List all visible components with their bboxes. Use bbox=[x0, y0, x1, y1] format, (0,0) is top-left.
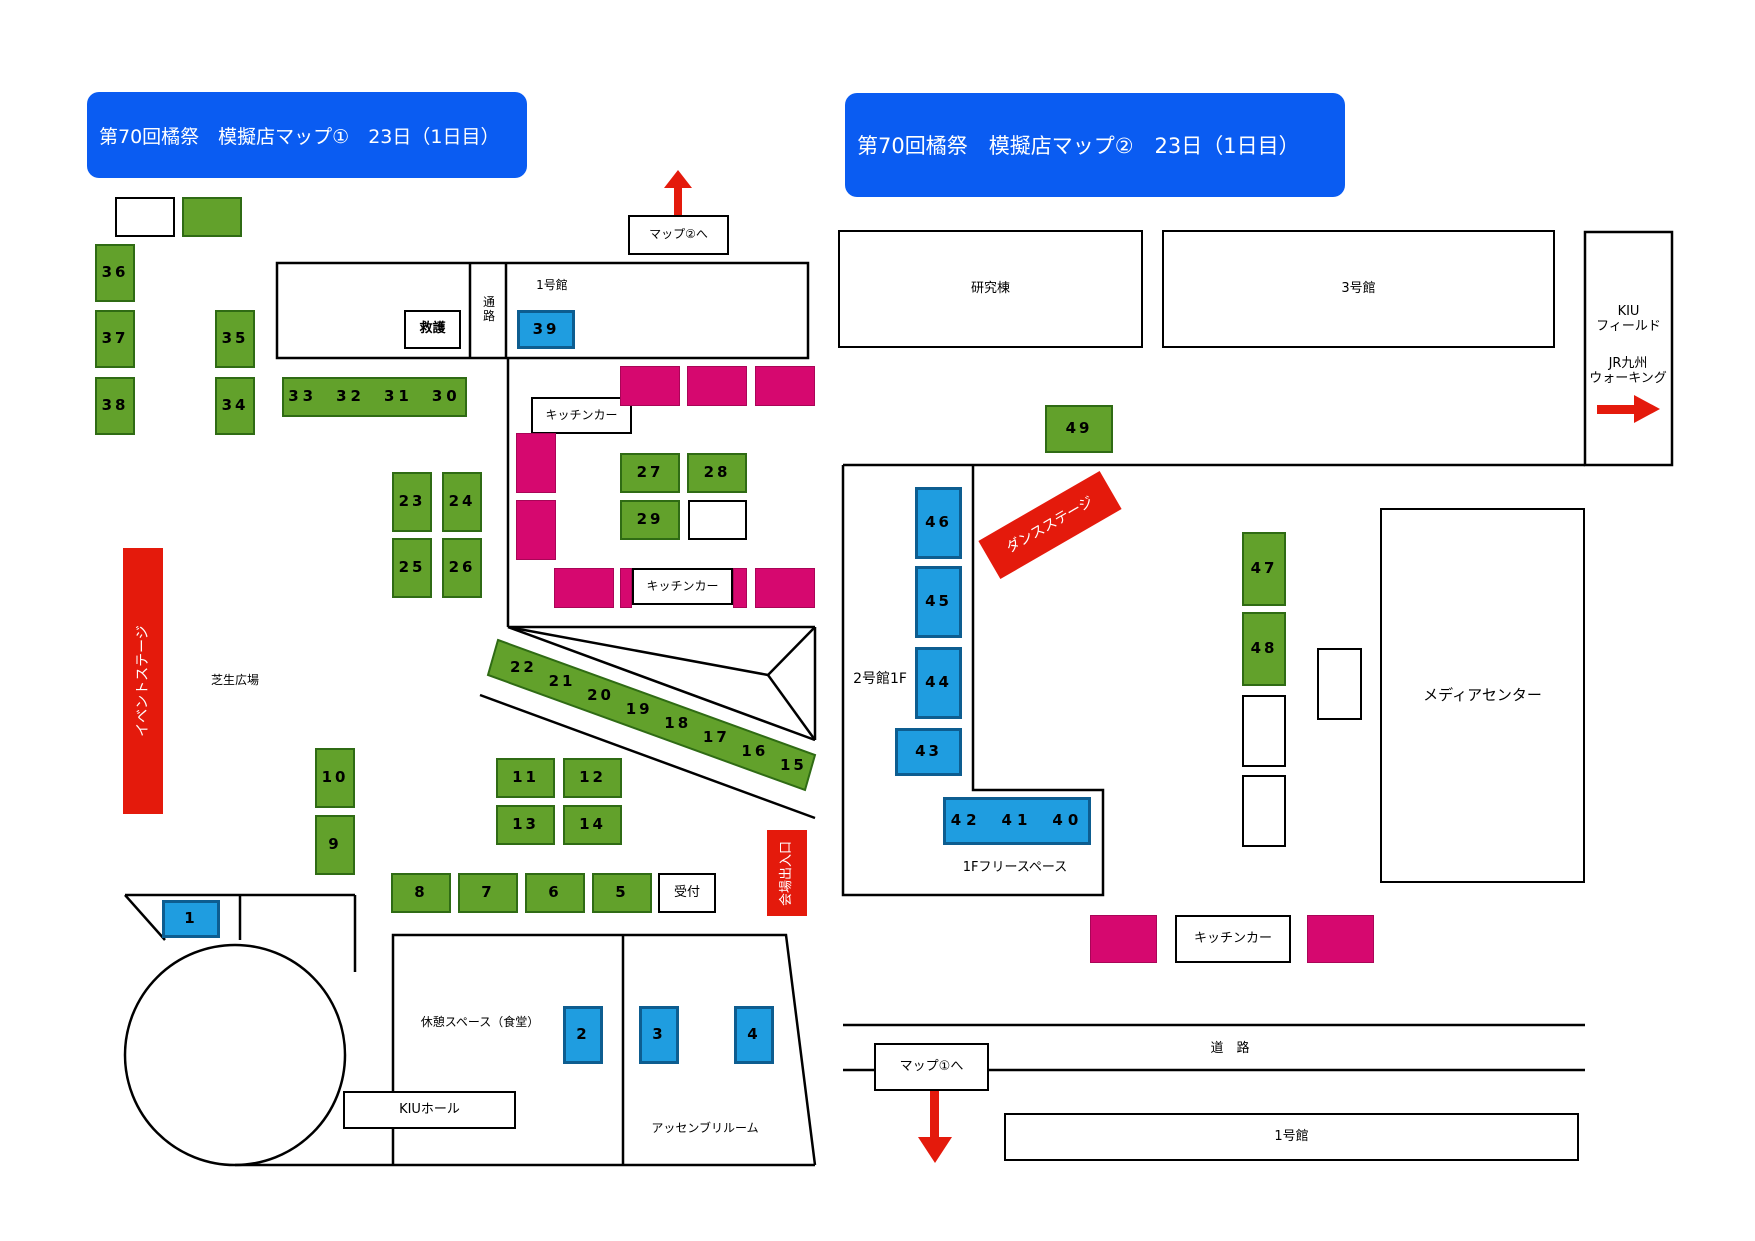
booth-8[interactable]: 8 bbox=[391, 873, 451, 913]
kitchen-car-2[interactable]: キッチンカー bbox=[632, 568, 733, 605]
map1-title: 第70回橘祭 模擬店マップ① 23日（1日目） bbox=[87, 92, 527, 178]
booth-44[interactable]: 44 bbox=[915, 647, 962, 719]
road-label: 道 路 bbox=[1210, 1040, 1250, 1056]
empty-space-box bbox=[1242, 695, 1286, 767]
kitchen-car-map2[interactable]: キッチンカー bbox=[1175, 915, 1291, 963]
research-bldg[interactable]: 研究棟 bbox=[838, 230, 1143, 348]
booths-42-40[interactable]: 42 41 40 bbox=[943, 797, 1091, 845]
booth-29[interactable]: 29 bbox=[620, 500, 680, 540]
food-booth-pink[interactable] bbox=[516, 500, 556, 560]
diagonal-booth-label: 16 bbox=[741, 742, 768, 760]
arrow-up-to-map2-icon bbox=[664, 170, 692, 215]
to-map2-link[interactable]: マップ②へ bbox=[628, 215, 729, 255]
food-booth-pink[interactable] bbox=[1090, 915, 1157, 963]
booth-12[interactable]: 12 bbox=[563, 758, 622, 798]
empty-space-box bbox=[1317, 648, 1362, 720]
first-aid-box[interactable]: 救護 bbox=[404, 310, 461, 349]
booth-26[interactable]: 26 bbox=[442, 538, 482, 598]
booth-27[interactable]: 27 bbox=[620, 453, 680, 493]
booth-7[interactable]: 7 bbox=[458, 873, 518, 913]
kiu-hall-box[interactable]: KIUホール bbox=[343, 1091, 516, 1129]
event-stage[interactable]: イベントステージ bbox=[123, 548, 163, 814]
food-booth-pink[interactable] bbox=[1307, 915, 1374, 963]
booth-1[interactable]: 1 bbox=[162, 900, 220, 938]
kiu-field-label: KIU フィールド bbox=[1596, 304, 1661, 334]
bldg1-map2[interactable]: 1号館 bbox=[1004, 1113, 1579, 1161]
diagonal-booth-label: 19 bbox=[626, 700, 653, 718]
free-space-1f-label: 1Fフリースペース bbox=[962, 859, 1068, 875]
bldg3[interactable]: 3号館 bbox=[1162, 230, 1555, 348]
booth-11[interactable]: 11 bbox=[496, 758, 555, 798]
booth-45[interactable]: 45 bbox=[915, 566, 962, 638]
booth-34[interactable]: 34 bbox=[215, 377, 255, 435]
booth-39[interactable]: 39 bbox=[517, 310, 575, 349]
booth-5[interactable]: 5 bbox=[592, 873, 652, 913]
map2-title: 第70回橘祭 模擬店マップ② 23日（1日目） bbox=[845, 93, 1345, 197]
food-booth-pink[interactable] bbox=[755, 366, 815, 406]
event-stage-label: イベントステージ bbox=[134, 625, 151, 737]
entrance-exit[interactable]: 会場出入口 bbox=[767, 830, 807, 916]
booth-6[interactable]: 6 bbox=[525, 873, 585, 913]
bldg1-outline bbox=[275, 261, 810, 360]
to-map1-link[interactable]: マップ①へ bbox=[874, 1043, 989, 1091]
booth-2[interactable]: 2 bbox=[563, 1006, 603, 1064]
booth-3[interactable]: 3 bbox=[639, 1006, 679, 1064]
rest-space-label: 休憩スペース（食堂） bbox=[420, 1015, 540, 1030]
booth-23[interactable]: 23 bbox=[392, 472, 432, 532]
lawn-plaza-label: 芝生広場 bbox=[210, 673, 259, 688]
booth-13[interactable]: 13 bbox=[496, 805, 555, 845]
booth-9[interactable]: 9 bbox=[315, 815, 355, 875]
reception-box[interactable]: 受付 bbox=[658, 873, 716, 913]
media-center[interactable]: メディアセンター bbox=[1380, 508, 1585, 883]
booth-49[interactable]: 49 bbox=[1045, 405, 1113, 453]
food-booth-pink[interactable] bbox=[620, 366, 680, 406]
diagonal-booth-label: 15 bbox=[780, 756, 807, 774]
booth-48[interactable]: 48 bbox=[1242, 612, 1286, 686]
booth-10[interactable]: 10 bbox=[315, 748, 355, 808]
jr-walking-label: JR九州 ウォーキング bbox=[1589, 356, 1667, 386]
food-booth-pink[interactable] bbox=[733, 568, 747, 608]
booth-36[interactable]: 36 bbox=[95, 244, 135, 302]
food-booth-pink[interactable] bbox=[755, 568, 815, 608]
food-booth-pink[interactable] bbox=[687, 366, 747, 406]
road-vertical-label: 通 路 bbox=[482, 295, 495, 323]
bldg1-label: 1号館 bbox=[536, 278, 568, 293]
booth-25[interactable]: 25 bbox=[392, 538, 432, 598]
bldg2-1f-label: 2号館1F bbox=[853, 670, 907, 687]
diagonal-booth-label: 18 bbox=[664, 714, 691, 732]
booth-28[interactable]: 28 bbox=[687, 453, 747, 493]
booth-37[interactable]: 37 bbox=[95, 310, 135, 368]
kitchen-car-1[interactable]: キッチンカー bbox=[531, 397, 632, 434]
arrow-down-to-map1-icon bbox=[918, 1090, 952, 1163]
booth-38[interactable]: 38 bbox=[95, 377, 135, 435]
diagonal-booth-label: 20 bbox=[587, 686, 614, 704]
booth-4[interactable]: 4 bbox=[734, 1006, 774, 1064]
assembly-room-label: アッセンブリルーム bbox=[651, 1121, 759, 1136]
arrow-right-icon bbox=[1597, 395, 1660, 423]
food-booth-pink[interactable] bbox=[620, 568, 632, 608]
booths-33-30[interactable]: 33 32 31 30 bbox=[282, 377, 467, 417]
booth-14[interactable]: 14 bbox=[563, 805, 622, 845]
booth-unnumbered[interactable] bbox=[182, 197, 242, 237]
entrance-exit-label: 会場出入口 bbox=[778, 840, 794, 906]
empty-space-box bbox=[688, 500, 747, 540]
empty-space-box bbox=[115, 197, 175, 237]
booth-47[interactable]: 47 bbox=[1242, 532, 1286, 606]
booth-46[interactable]: 46 bbox=[915, 487, 962, 559]
food-booth-pink[interactable] bbox=[516, 433, 556, 493]
diagonal-booth-label: 21 bbox=[549, 672, 576, 690]
empty-space-box bbox=[1242, 775, 1286, 847]
diagonal-booth-label: 22 bbox=[510, 658, 537, 676]
diagonal-booth-label: 17 bbox=[703, 728, 730, 746]
food-booth-pink[interactable] bbox=[554, 568, 614, 608]
booth-35[interactable]: 35 bbox=[215, 310, 255, 368]
booth-24[interactable]: 24 bbox=[442, 472, 482, 532]
booth-43[interactable]: 43 bbox=[895, 728, 962, 776]
